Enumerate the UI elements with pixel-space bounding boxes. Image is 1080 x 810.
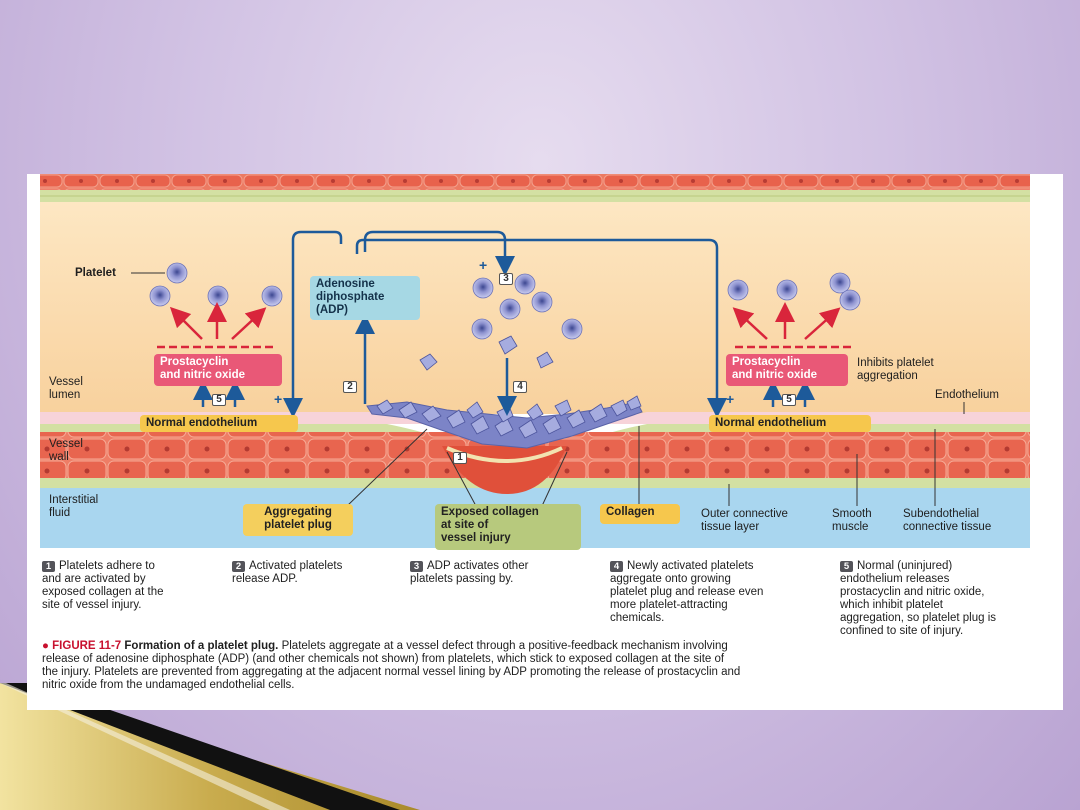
top-vessel-wall	[40, 174, 1030, 190]
caption-bullet: ●	[42, 640, 49, 652]
vessel-lumen-label: Vessel lumen	[49, 376, 83, 401]
interstitial-fluid-label: Interstitial fluid	[49, 494, 99, 519]
feedback-arrows	[193, 230, 815, 418]
prostacyclin-box-right: Prostacyclin and nitric oxide	[726, 354, 848, 386]
step-1-marker: 1	[453, 452, 467, 464]
red-arrows-left	[169, 302, 267, 340]
activated-platelets-middle	[419, 335, 554, 371]
step-3-text: ADP activates other platelets passing by…	[410, 560, 529, 585]
step-2-text: Activated platelets release ADP.	[232, 560, 343, 585]
smooth-muscle-label: Smooth muscle	[832, 508, 872, 533]
caption-figure-label: FIGURE 11-7	[52, 640, 122, 652]
step-2-number: 2	[232, 561, 245, 572]
platelet-plug-figure: Platelet Vessel lumen Vessel wall Inters…	[27, 174, 1063, 710]
normal-endothelium-left: Normal endothelium	[140, 415, 298, 432]
platelets-right	[727, 272, 861, 311]
platelet-label: Platelet	[75, 267, 116, 279]
figure-caption: ● FIGURE 11-7 Formation of a platelet pl…	[42, 640, 742, 692]
collagen-box: Collagen	[600, 504, 680, 524]
step-5-marker-left: 5	[212, 394, 226, 406]
step-1-text: Platelets adhere to and are activated by…	[42, 560, 164, 611]
step-4-marker: 4	[513, 381, 527, 393]
step-3-number: 3	[410, 561, 423, 572]
black-wedge-shape	[0, 683, 400, 810]
vessel-wall-label: Vessel wall	[49, 438, 83, 463]
caption-title: Formation of a platelet plug.	[124, 640, 279, 652]
white-sliver-shape	[0, 683, 290, 810]
aggregating-plug-box: Aggregating platelet plug	[243, 504, 353, 536]
adp-box: Adenosine diphosphate (ADP)	[310, 276, 420, 320]
prostacyclin-box-left: Prostacyclin and nitric oxide	[154, 354, 282, 386]
plus-sign-right: +	[726, 391, 735, 407]
step-3-marker: 3	[499, 273, 513, 285]
platelets-middle	[471, 273, 583, 340]
subendothelial-label: Subendothelial connective tissue	[903, 508, 992, 533]
outer-connective-label: Outer connective tissue layer	[701, 508, 788, 533]
step-4-text: Newly activated platelets aggregate onto…	[610, 560, 764, 624]
step-5-number: 5	[840, 561, 853, 572]
normal-endothelium-right: Normal endothelium	[709, 415, 871, 432]
pointer-lines	[346, 402, 965, 507]
endothelium-label: Endothelium	[935, 389, 999, 401]
plus-sign-left: +	[274, 391, 283, 407]
step-5-marker-right: 5	[782, 394, 796, 406]
exposed-collagen-box: Exposed collagen at site of vessel injur…	[435, 504, 581, 550]
platelet-plug-cluster	[366, 395, 643, 449]
step-5-text: Normal (uninjured) endothelium releases …	[840, 560, 996, 637]
step-2-marker: 2	[343, 381, 357, 393]
inhibits-aggregation-label: Inhibits platelet aggregation	[857, 357, 934, 382]
step-1-number: 1	[42, 561, 55, 572]
step-4-number: 4	[610, 561, 623, 572]
red-arrows-right	[732, 302, 841, 340]
caption-body: Platelets aggregate at a vessel defect t…	[42, 640, 741, 691]
plus-sign-top: +	[479, 257, 488, 273]
